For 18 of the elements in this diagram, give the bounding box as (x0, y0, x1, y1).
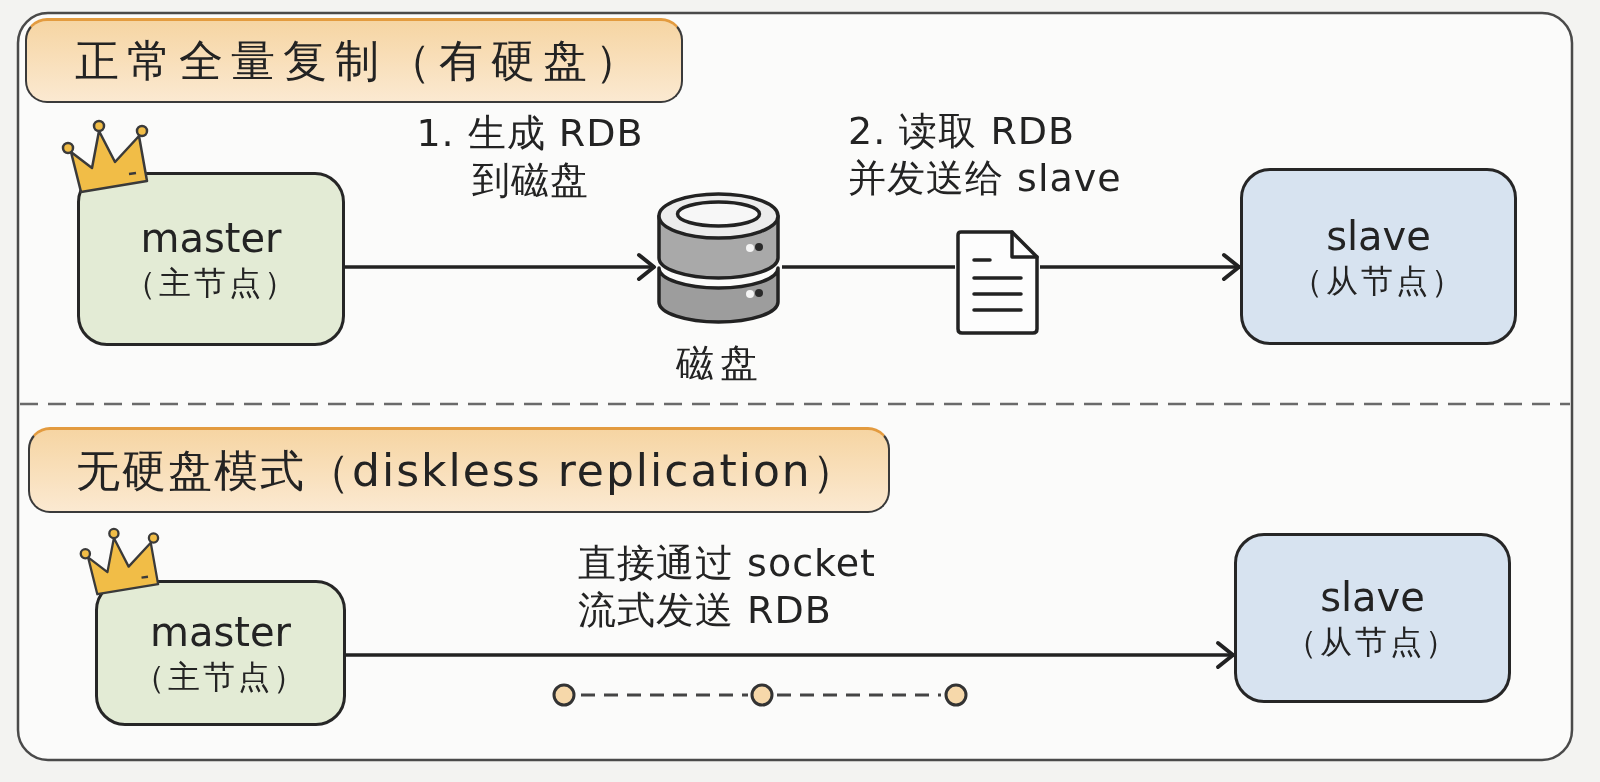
node-label: master (140, 214, 282, 264)
section-header: 无硬盘模式（diskless replication） (28, 427, 890, 513)
node-sublabel: （从节点） (1285, 622, 1460, 664)
node-box (1234, 533, 1511, 703)
node-label: slave (1326, 211, 1431, 261)
icon-caption: 2. 读取 RDB 并发送给 slave (848, 108, 1123, 202)
node-sublabel: （主节点） (123, 263, 299, 305)
node-sublabel: （从节点） (1291, 260, 1466, 302)
node-sublabel: （主节点） (133, 657, 308, 699)
section-header: 正常全量复制（有硬盘） (25, 18, 683, 103)
icon-caption: 磁盘 (675, 340, 765, 387)
arrow (345, 253, 656, 281)
arrow (1040, 253, 1241, 281)
connector-line (782, 265, 955, 269)
node-label: slave (1320, 573, 1425, 623)
node-box (1240, 168, 1517, 345)
arrow (346, 641, 1235, 669)
node-label: master (149, 608, 292, 658)
